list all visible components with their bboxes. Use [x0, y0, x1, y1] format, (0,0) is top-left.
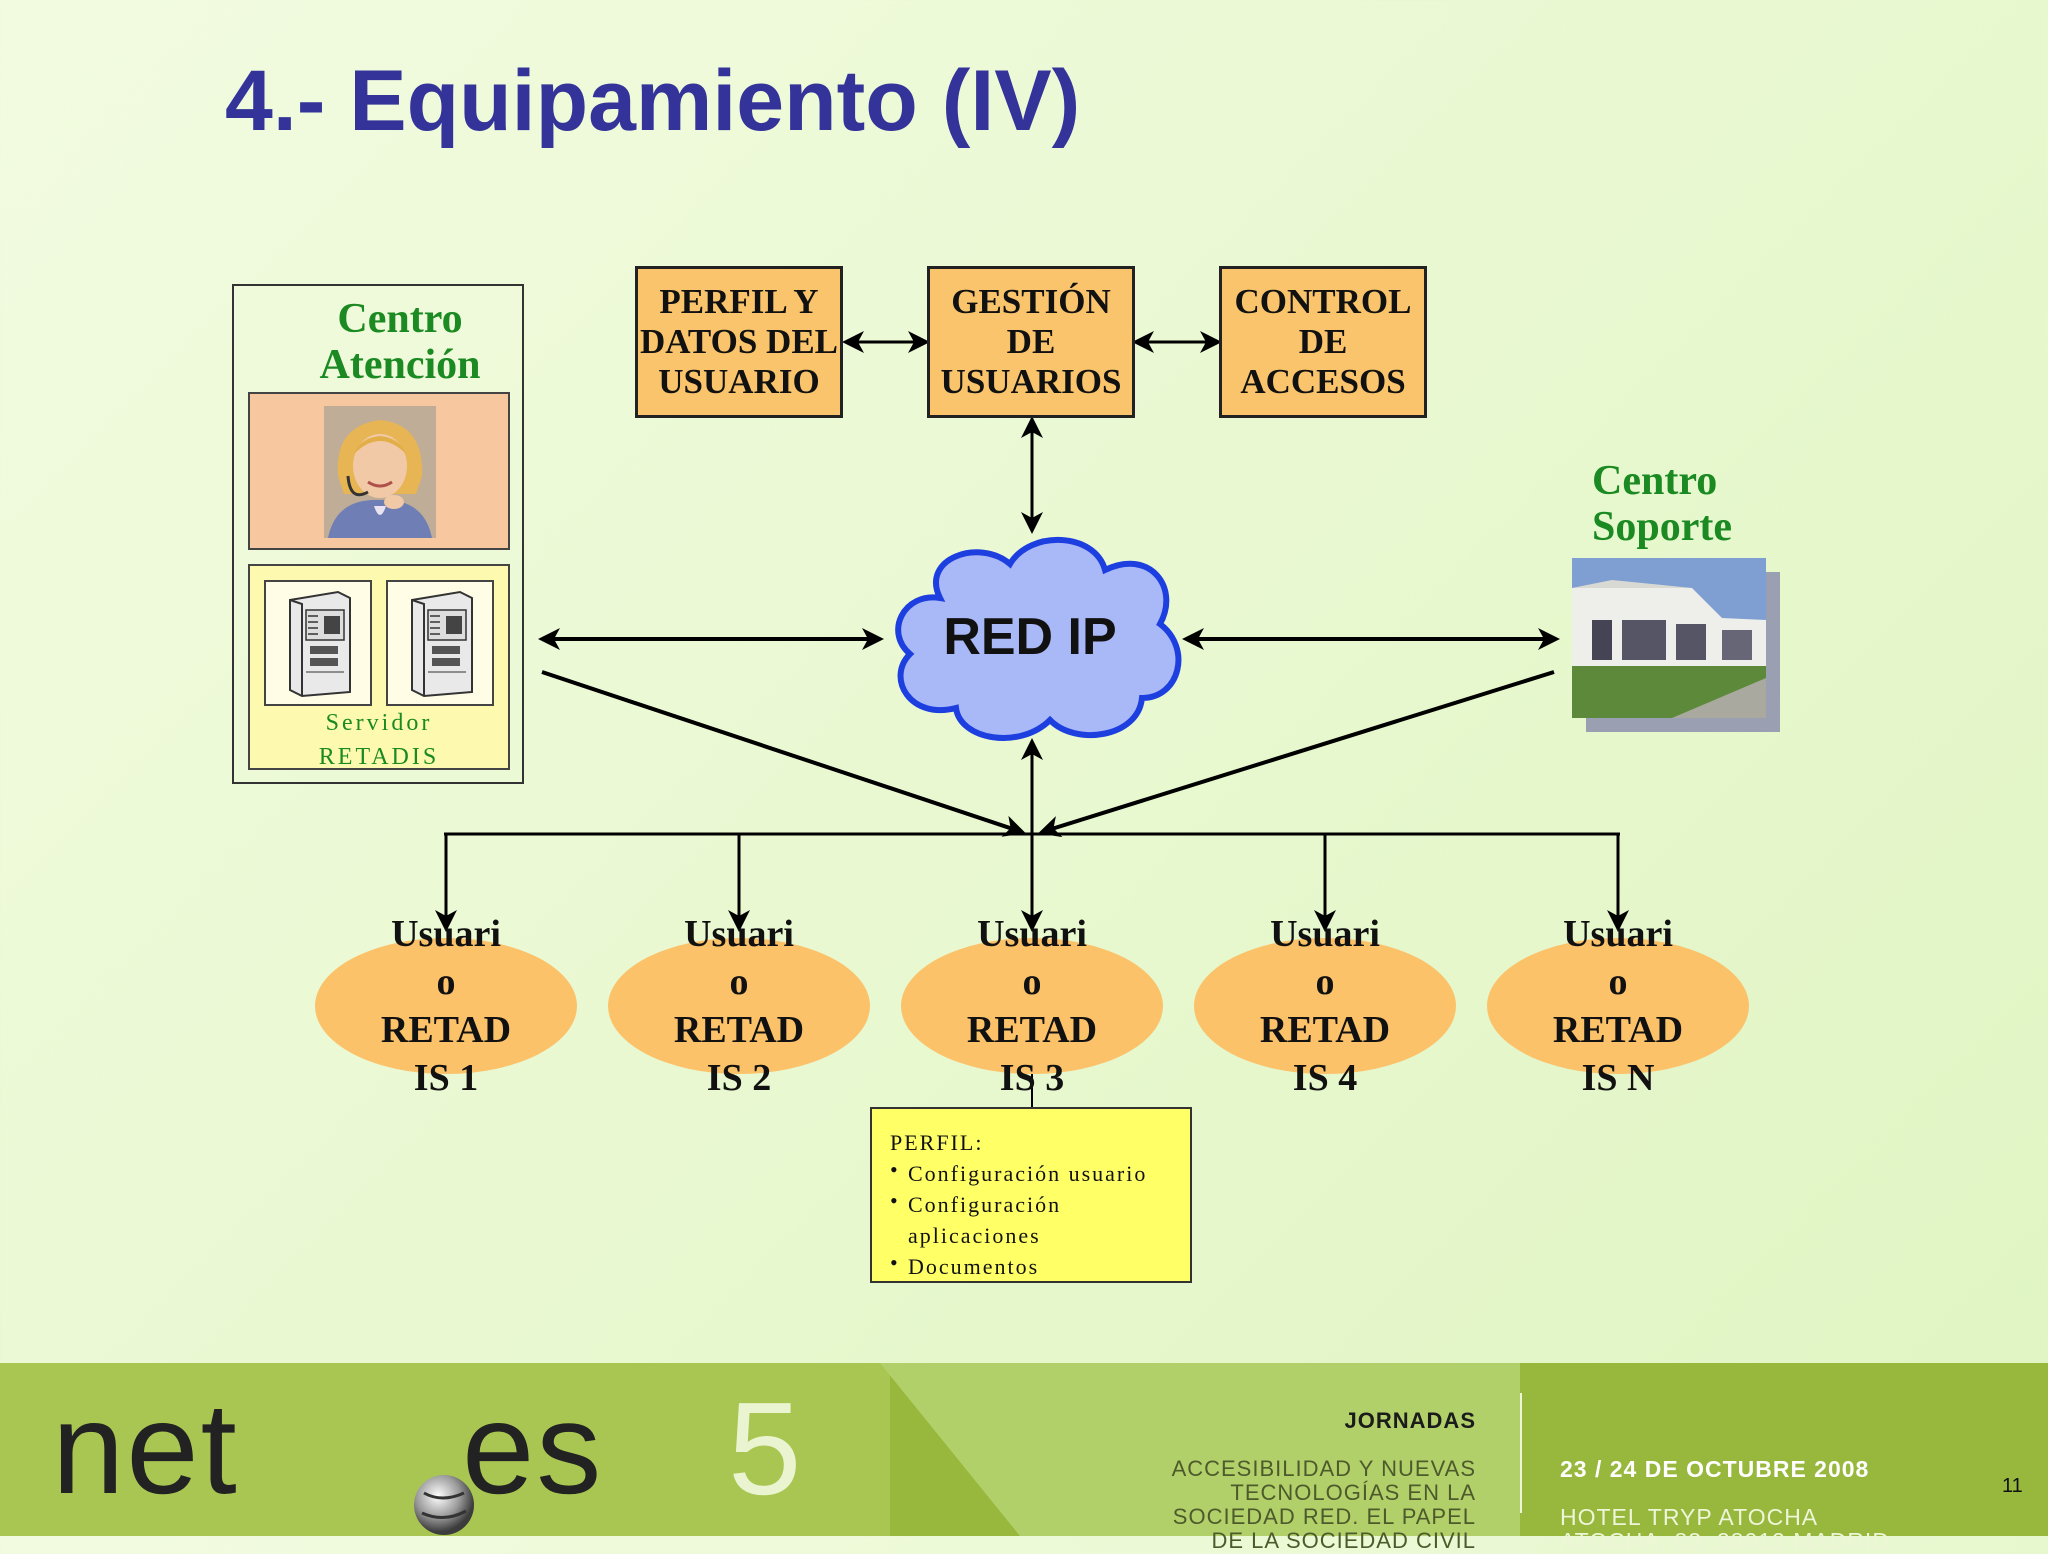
logo-es: es: [462, 1375, 604, 1521]
user-node-4: [1194, 938, 1456, 1074]
control-accesos-box: CONTROL DE ACCESOS: [1219, 266, 1427, 418]
user-node-1: [315, 938, 577, 1074]
footer-banner: net es 5 JORNADAS ACCESIBILIDAD Y NUEVAS…: [0, 1363, 2048, 1553]
dates-title: 23 / 24 DE OCTUBRE 2008: [1560, 1456, 1870, 1482]
soporte-building-photo: [1572, 558, 1766, 718]
page-number: 11: [2002, 1475, 2023, 1497]
user-node-n: [1487, 938, 1749, 1074]
user-node-3: [901, 938, 1163, 1074]
centro-atencion-label: Centro Atención: [319, 296, 481, 388]
logo-globe-icon: [414, 1475, 474, 1535]
server-1: [264, 580, 372, 706]
jornadas-title: JORNADAS: [1344, 1408, 1476, 1433]
arrow-soporte-hub: [1038, 670, 1555, 838]
perfil-datos-usuario-box: PERFIL Y DATOS DEL USUARIO: [635, 266, 843, 418]
perfil-note: PERFIL: Configuración usuario Configurac…: [870, 1107, 1192, 1283]
note-list: Configuración usuario Configuración apli…: [890, 1154, 1190, 1282]
centro-soporte-label: Centro Soporte: [1592, 458, 1732, 550]
cloud-label: RED IP: [943, 608, 1116, 666]
logo-net: net: [52, 1375, 239, 1521]
server-tower-icon: [289, 590, 351, 698]
server-frame: [248, 564, 510, 770]
dates-body: HOTEL TRYP ATOCHA ATOCHA, 83. 28012 MADR…: [1560, 1504, 1890, 1554]
user-n-label: Usuari o RETAD IS N: [1552, 913, 1684, 1099]
server-2: [386, 580, 494, 706]
footer-divider: [1520, 1393, 1522, 1513]
agent-photo-frame: [248, 392, 510, 550]
centro-atencion-panel: [232, 284, 524, 784]
event-dates: 23 / 24 DE OCTUBRE 2008 HOTEL TRYP ATOCH…: [1560, 1433, 1890, 1553]
jornadas-text: JORNADAS ACCESIBILIDAD Y NUEVAS TECNOLOG…: [1040, 1385, 1476, 1553]
note-item: Configuración usuario: [890, 1154, 1190, 1189]
logo-number: 5: [728, 1375, 802, 1522]
agent-photo: [324, 406, 436, 538]
server-tower-icon: [411, 590, 473, 698]
user-node-2: [608, 938, 870, 1074]
netes-logo: net es: [52, 1373, 712, 1535]
servidor-retadis-label: Servidor RETADIS: [318, 710, 440, 770]
gestion-usuarios-box: GESTIÓN DE USUARIOS: [927, 266, 1135, 418]
note-heading: PERFIL:: [890, 1130, 984, 1155]
user-3-label: Usuari o RETAD IS 3: [966, 913, 1098, 1099]
slide-title: 4.- Equipamiento (IV): [225, 53, 1081, 149]
user-1-label: Usuari o RETAD IS 1: [380, 913, 512, 1099]
red-ip-cloud: RED IP: [895, 537, 1182, 741]
note-item: Documentos: [890, 1247, 1190, 1282]
note-item: Configuración aplicaciones: [890, 1185, 1190, 1251]
jornadas-body: ACCESIBILIDAD Y NUEVAS TECNOLOGÍAS EN LA…: [1171, 1456, 1476, 1553]
user-2-label: Usuari o RETAD IS 2: [673, 913, 805, 1099]
arrow-centro-hub: [541, 670, 1026, 837]
user-4-label: Usuari o RETAD IS 4: [1259, 913, 1391, 1099]
